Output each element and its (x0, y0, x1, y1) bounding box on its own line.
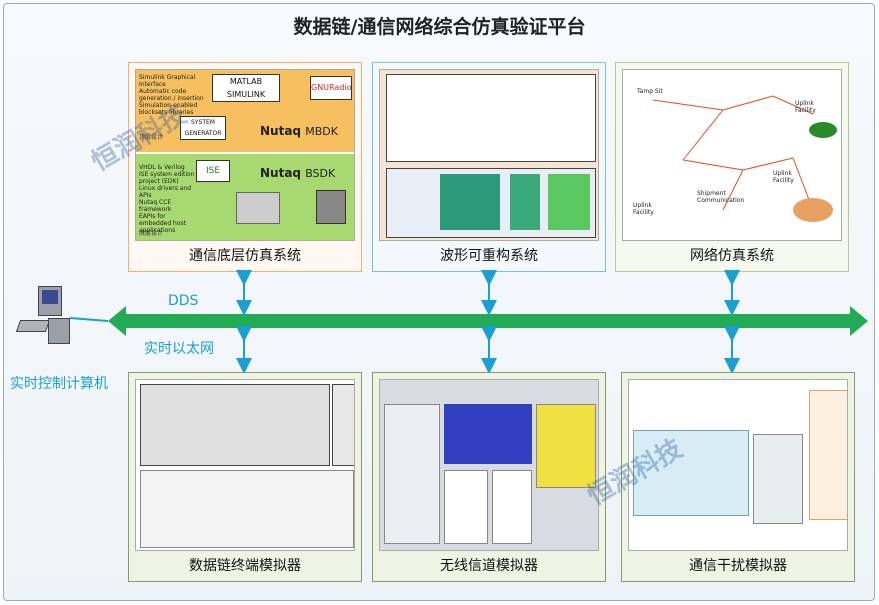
bsdk-label: BSDK (305, 167, 336, 180)
system-generator-logo: SYSTEM GENERATOR (180, 116, 226, 140)
lower-bullet: Linux drivers and APIs (139, 185, 192, 199)
waveform-storage-block (548, 174, 590, 230)
ethernet-label: 实时以太网 (144, 341, 214, 357)
nutaq-bsdk-logo: Nutaq BSDK (260, 166, 335, 180)
terminal-chassis (140, 384, 330, 466)
comm-layer-caption: 通信底层仿真系统 (189, 248, 301, 264)
jamming-module-column (753, 434, 803, 524)
upper-bullets: Simulink Graphical Interface Automatic c… (139, 74, 205, 116)
waveform-caption: 波形可重构系统 (440, 248, 538, 264)
channel-constellation-plot (492, 470, 532, 544)
nutaq-label: Nutaq (260, 166, 302, 180)
terminal-software-stack (140, 470, 354, 548)
upper-tag: 顶层设计 (139, 134, 164, 141)
waveform-upper-block (386, 74, 596, 162)
waveform-module-block (510, 174, 540, 230)
lower-bullet: Nutaq CCE framework (139, 199, 172, 213)
network-node-label: Uplink Facility (633, 202, 654, 216)
network-image: Tamp Sit Uplink Facility Uplink Facility… (622, 69, 842, 241)
terminal-image (135, 379, 355, 551)
channel-image (379, 379, 599, 551)
mbdk-label: MBDK (305, 125, 338, 138)
network-node-label: Uplink Facility (773, 170, 794, 184)
waveform-image (379, 69, 599, 241)
panel-waveform: 波形可重构系统 (372, 62, 606, 272)
channel-caption: 无线信道模拟器 (440, 558, 538, 574)
jamming-host-stack (809, 390, 847, 520)
network-topology (652, 95, 837, 222)
computer-label: 实时控制计算机 (10, 376, 108, 392)
terminal-side-panel (332, 384, 354, 466)
matlab-simulink-logo: MATLAB SIMULINK (212, 74, 280, 102)
panel-network: Tamp Sit Uplink Facility Uplink Facility… (615, 62, 849, 272)
jamming-caption: 通信干扰模拟器 (689, 558, 787, 574)
lower-tag: 底层设计 (139, 230, 164, 237)
laptop-image (316, 190, 346, 224)
waveform-fpga-block (440, 174, 500, 230)
channel-stats-panel (536, 404, 596, 488)
nutaq-label: Nutaq (260, 124, 302, 138)
diagram-title: 数据链/通信网络综合仿真验证平台 (293, 16, 586, 38)
lower-bullet: ISE system edition project (EDK) (139, 171, 195, 185)
jamming-fpga-block (633, 430, 749, 516)
channel-psd-plot (444, 470, 488, 544)
upper-bullet: Simulation-enabled blocksets libraries (139, 102, 198, 116)
lower-bullet: VHDL & Verilog (139, 164, 185, 171)
network-node-label: Uplink Facility (795, 100, 816, 114)
panel-channel: 无线信道模拟器 (372, 372, 606, 582)
nutaq-mbdk-logo: Nutaq MBDK (260, 124, 338, 138)
network-caption: 网络仿真系统 (690, 248, 774, 264)
panel-terminal: 数据链终端模拟器 (128, 372, 362, 582)
upper-bullet: Simulink Graphical Interface (139, 74, 196, 88)
lower-bullet: EAPIs for embedded host applications (139, 213, 187, 234)
dds-label: DDS (168, 293, 199, 309)
channel-control-column (384, 404, 440, 544)
channel-spectrum-plot (444, 404, 532, 464)
jamming-image (628, 379, 848, 551)
terminal-caption: 数据链终端模拟器 (189, 558, 301, 574)
gnuradio-logo: GNURadio (310, 76, 352, 100)
lower-bullets: VHDL & Verilog ISE system edition projec… (139, 164, 199, 234)
network-node-label: Shipment Communication (697, 190, 745, 204)
panel-jamming: 通信干扰模拟器 (621, 372, 855, 582)
hardware-chassis-image (236, 192, 280, 224)
upper-bullet: Automatic code generation / insertion (139, 88, 204, 102)
panel-comm-layer: Simulink Graphical Interface Automatic c… (128, 62, 362, 272)
ise-logo: ISE (196, 160, 230, 182)
comm-layer-image: Simulink Graphical Interface Automatic c… (135, 69, 355, 241)
network-node-label: Tamp Sit (637, 88, 663, 95)
computer-icon (15, 286, 74, 352)
